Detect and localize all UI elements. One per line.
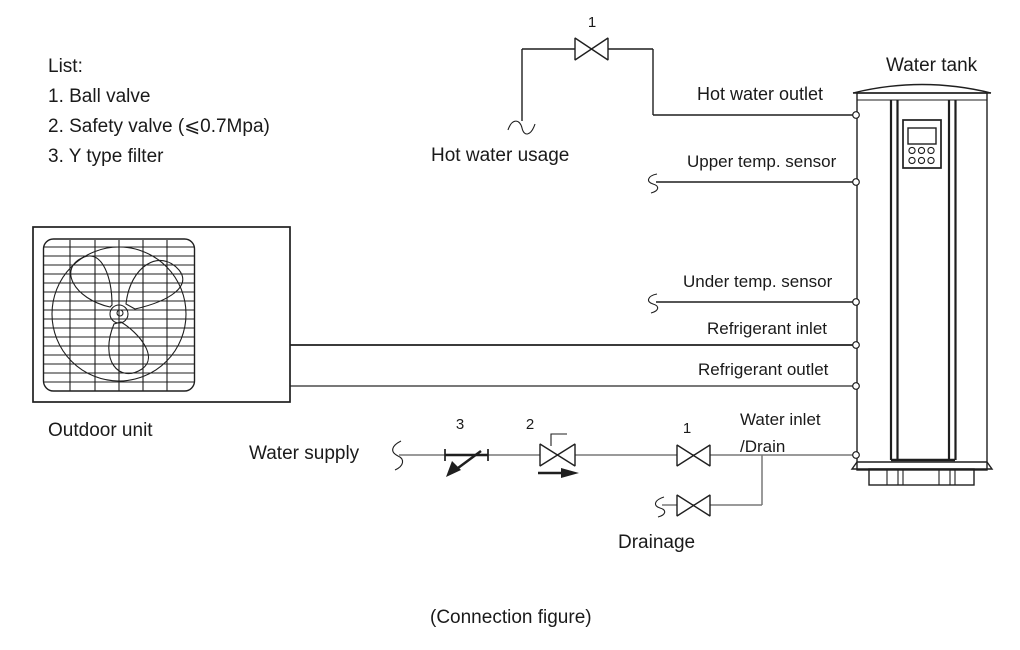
panel-buttons bbox=[908, 146, 935, 165]
tank-body bbox=[856, 92, 988, 471]
under-temp-sensor-label: Under temp. sensor bbox=[683, 272, 833, 291]
under-temp-sensor-wire bbox=[648, 293, 853, 314]
water-inlet-drain-port bbox=[852, 451, 860, 459]
drainage-pipe bbox=[655, 455, 763, 518]
valve-number-safety: 2 bbox=[525, 416, 535, 433]
flow-direction-arrow bbox=[561, 468, 579, 478]
legend-heading: List: bbox=[48, 56, 83, 77]
y-type-filter-symbol bbox=[444, 449, 489, 477]
water-tank-label: Water tank bbox=[886, 55, 978, 76]
refrigerant-outlet-port bbox=[852, 382, 860, 390]
outdoor-unit-drawing bbox=[32, 226, 291, 403]
safety-valve-symbol bbox=[538, 433, 579, 478]
display-screen bbox=[907, 127, 937, 145]
figure-caption: (Connection figure) bbox=[430, 607, 592, 628]
legend-list: List: 1. Ball valve 2. Safety valve (⩽0.… bbox=[48, 52, 270, 172]
wire-break-squiggle bbox=[648, 293, 659, 314]
refrigerant-inlet-port bbox=[852, 341, 860, 349]
wire-break-squiggle bbox=[648, 173, 659, 194]
tank-connection-ports bbox=[852, 111, 860, 459]
tank-feet bbox=[868, 468, 975, 486]
relief-outlet bbox=[550, 433, 567, 446]
refrigerant-inlet-label: Refrigerant inlet bbox=[707, 319, 828, 338]
under-temp-sensor-port bbox=[852, 298, 860, 306]
water-tank-drawing bbox=[850, 83, 994, 486]
tank-seams bbox=[889, 100, 957, 462]
upper-temp-sensor-port bbox=[852, 178, 860, 186]
valve-number-inlet: 1 bbox=[682, 420, 692, 437]
outdoor-unit-casing bbox=[32, 226, 291, 403]
valve-number-filter: 3 bbox=[455, 416, 465, 433]
hot-water-outlet-label: Hot water outlet bbox=[697, 84, 824, 104]
legend-item: 1. Ball valve bbox=[48, 86, 151, 107]
pipe-break-squiggle bbox=[392, 440, 404, 471]
drainage-label: Drainage bbox=[618, 532, 696, 553]
legend-item: 3. Y type filter bbox=[48, 146, 164, 167]
water-inlet-drain-label: Water inlet /Drain bbox=[740, 410, 821, 456]
hot-water-usage-pipe bbox=[507, 37, 654, 135]
tank-base bbox=[850, 461, 994, 486]
hot-water-outlet-port bbox=[852, 111, 860, 119]
hot-water-usage-label: Hot water usage bbox=[431, 145, 570, 166]
valve-number-hot-water: 1 bbox=[587, 14, 597, 31]
fan-grille bbox=[42, 238, 196, 392]
legend-item: 2. Safety valve (⩽0.7Mpa) bbox=[48, 116, 270, 137]
ball-valve-symbol-top bbox=[574, 37, 609, 61]
drain-valve-symbol bbox=[676, 494, 711, 517]
refrigerant-outlet-label: Refrigerant outlet bbox=[698, 360, 829, 379]
upper-temp-sensor-wire bbox=[648, 173, 853, 194]
tank-dome bbox=[852, 83, 992, 94]
inlet-ball-valve-symbol bbox=[676, 444, 711, 467]
upper-temp-sensor-label: Upper temp. sensor bbox=[687, 152, 837, 171]
pipe-break-squiggle bbox=[507, 120, 536, 135]
outdoor-unit-label: Outdoor unit bbox=[48, 420, 153, 441]
water-supply-label: Water supply bbox=[249, 443, 360, 464]
pipe-break-squiggle bbox=[655, 496, 666, 518]
control-panel bbox=[902, 119, 942, 169]
